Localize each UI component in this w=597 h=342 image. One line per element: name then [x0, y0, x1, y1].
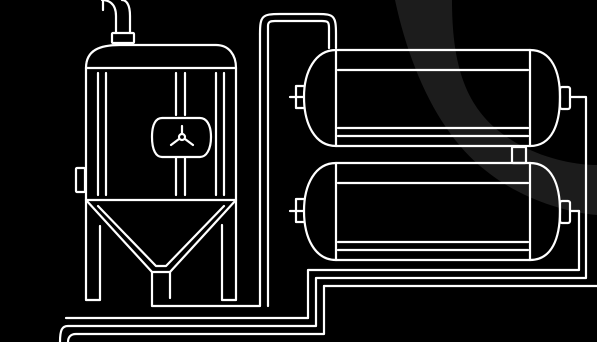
feed-pipe	[100, 0, 136, 45]
watermark-logo	[395, 0, 597, 215]
lower-storage-tank	[288, 161, 581, 262]
conical-fermenter	[74, 32, 262, 308]
propeller-icon	[169, 124, 195, 147]
return-pipe	[58, 95, 597, 342]
transfer-pipe	[258, 12, 338, 308]
upper-storage-tank	[288, 48, 581, 148]
fermenter-window	[150, 116, 213, 159]
watermark-swoosh	[395, 0, 597, 215]
